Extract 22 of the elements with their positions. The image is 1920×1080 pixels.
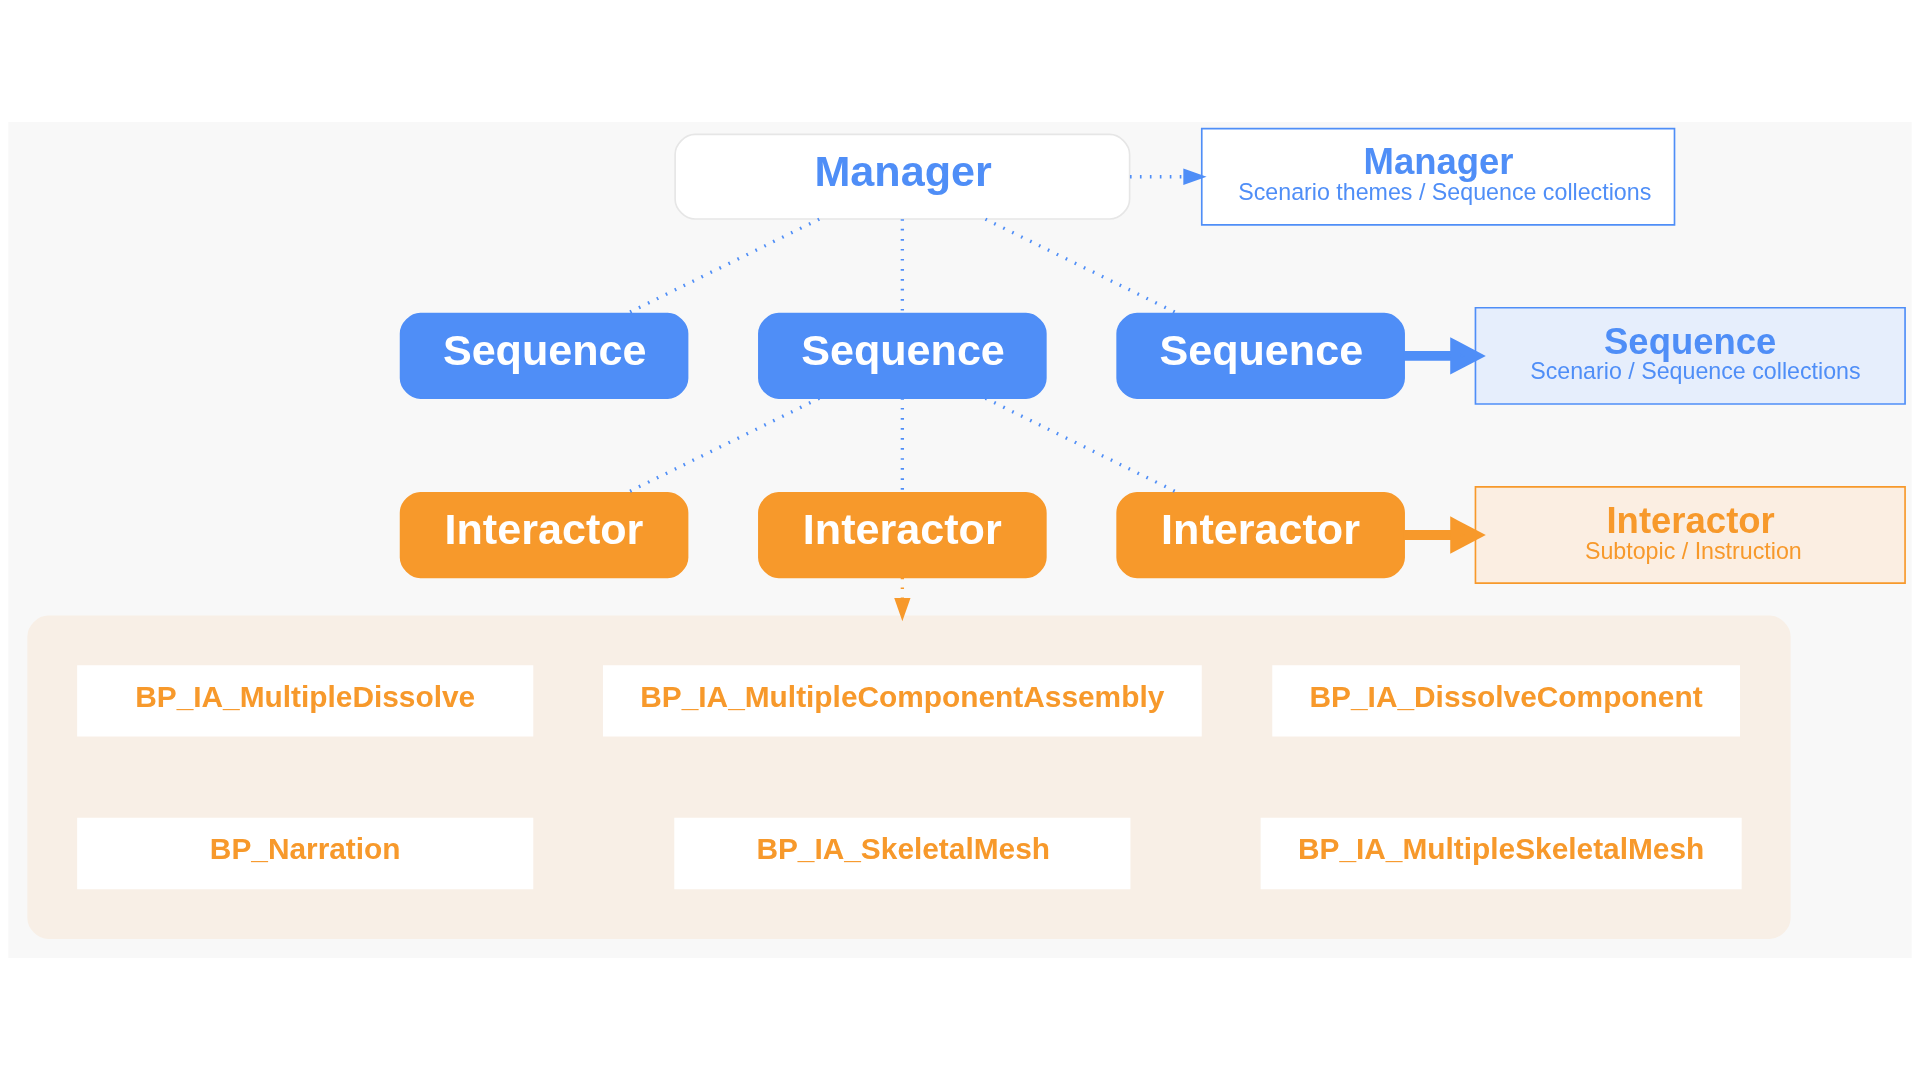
node-box: Manager Scenario themes / Sequence collections <box>1200 127 1676 226</box>
node-box: Sequence <box>399 312 689 399</box>
node-box: BP_IA_MultipleComponentAssembly <box>602 665 1202 737</box>
arrow <box>1404 337 1486 375</box>
node-box: Interactor Subtopic / Instruction <box>1474 486 1906 584</box>
cluster <box>27 615 1791 939</box>
arrow <box>894 577 911 622</box>
node-box: BP_Narration <box>77 817 534 890</box>
connector <box>626 217 820 315</box>
node-box: BP_IA_SkeletalMesh <box>674 817 1131 890</box>
node-box: Sequence <box>1116 312 1405 399</box>
node-box: BP_IA_MultipleSkeletalMesh <box>1260 817 1742 890</box>
arrow <box>1404 516 1486 554</box>
node-box: Sequence <box>758 312 1047 399</box>
node-box: Manager <box>674 133 1131 220</box>
arrow <box>1129 168 1207 185</box>
node-box: BP_IA_DissolveComponent <box>1272 665 1740 737</box>
node-box: BP_IA_MultipleDissolve <box>77 665 534 737</box>
node-box: Sequence Scenario / Sequence collections <box>1474 306 1906 405</box>
node-box: Interactor <box>758 491 1047 579</box>
node-box: Interactor <box>1116 491 1405 579</box>
node-box: Interactor <box>399 491 689 579</box>
